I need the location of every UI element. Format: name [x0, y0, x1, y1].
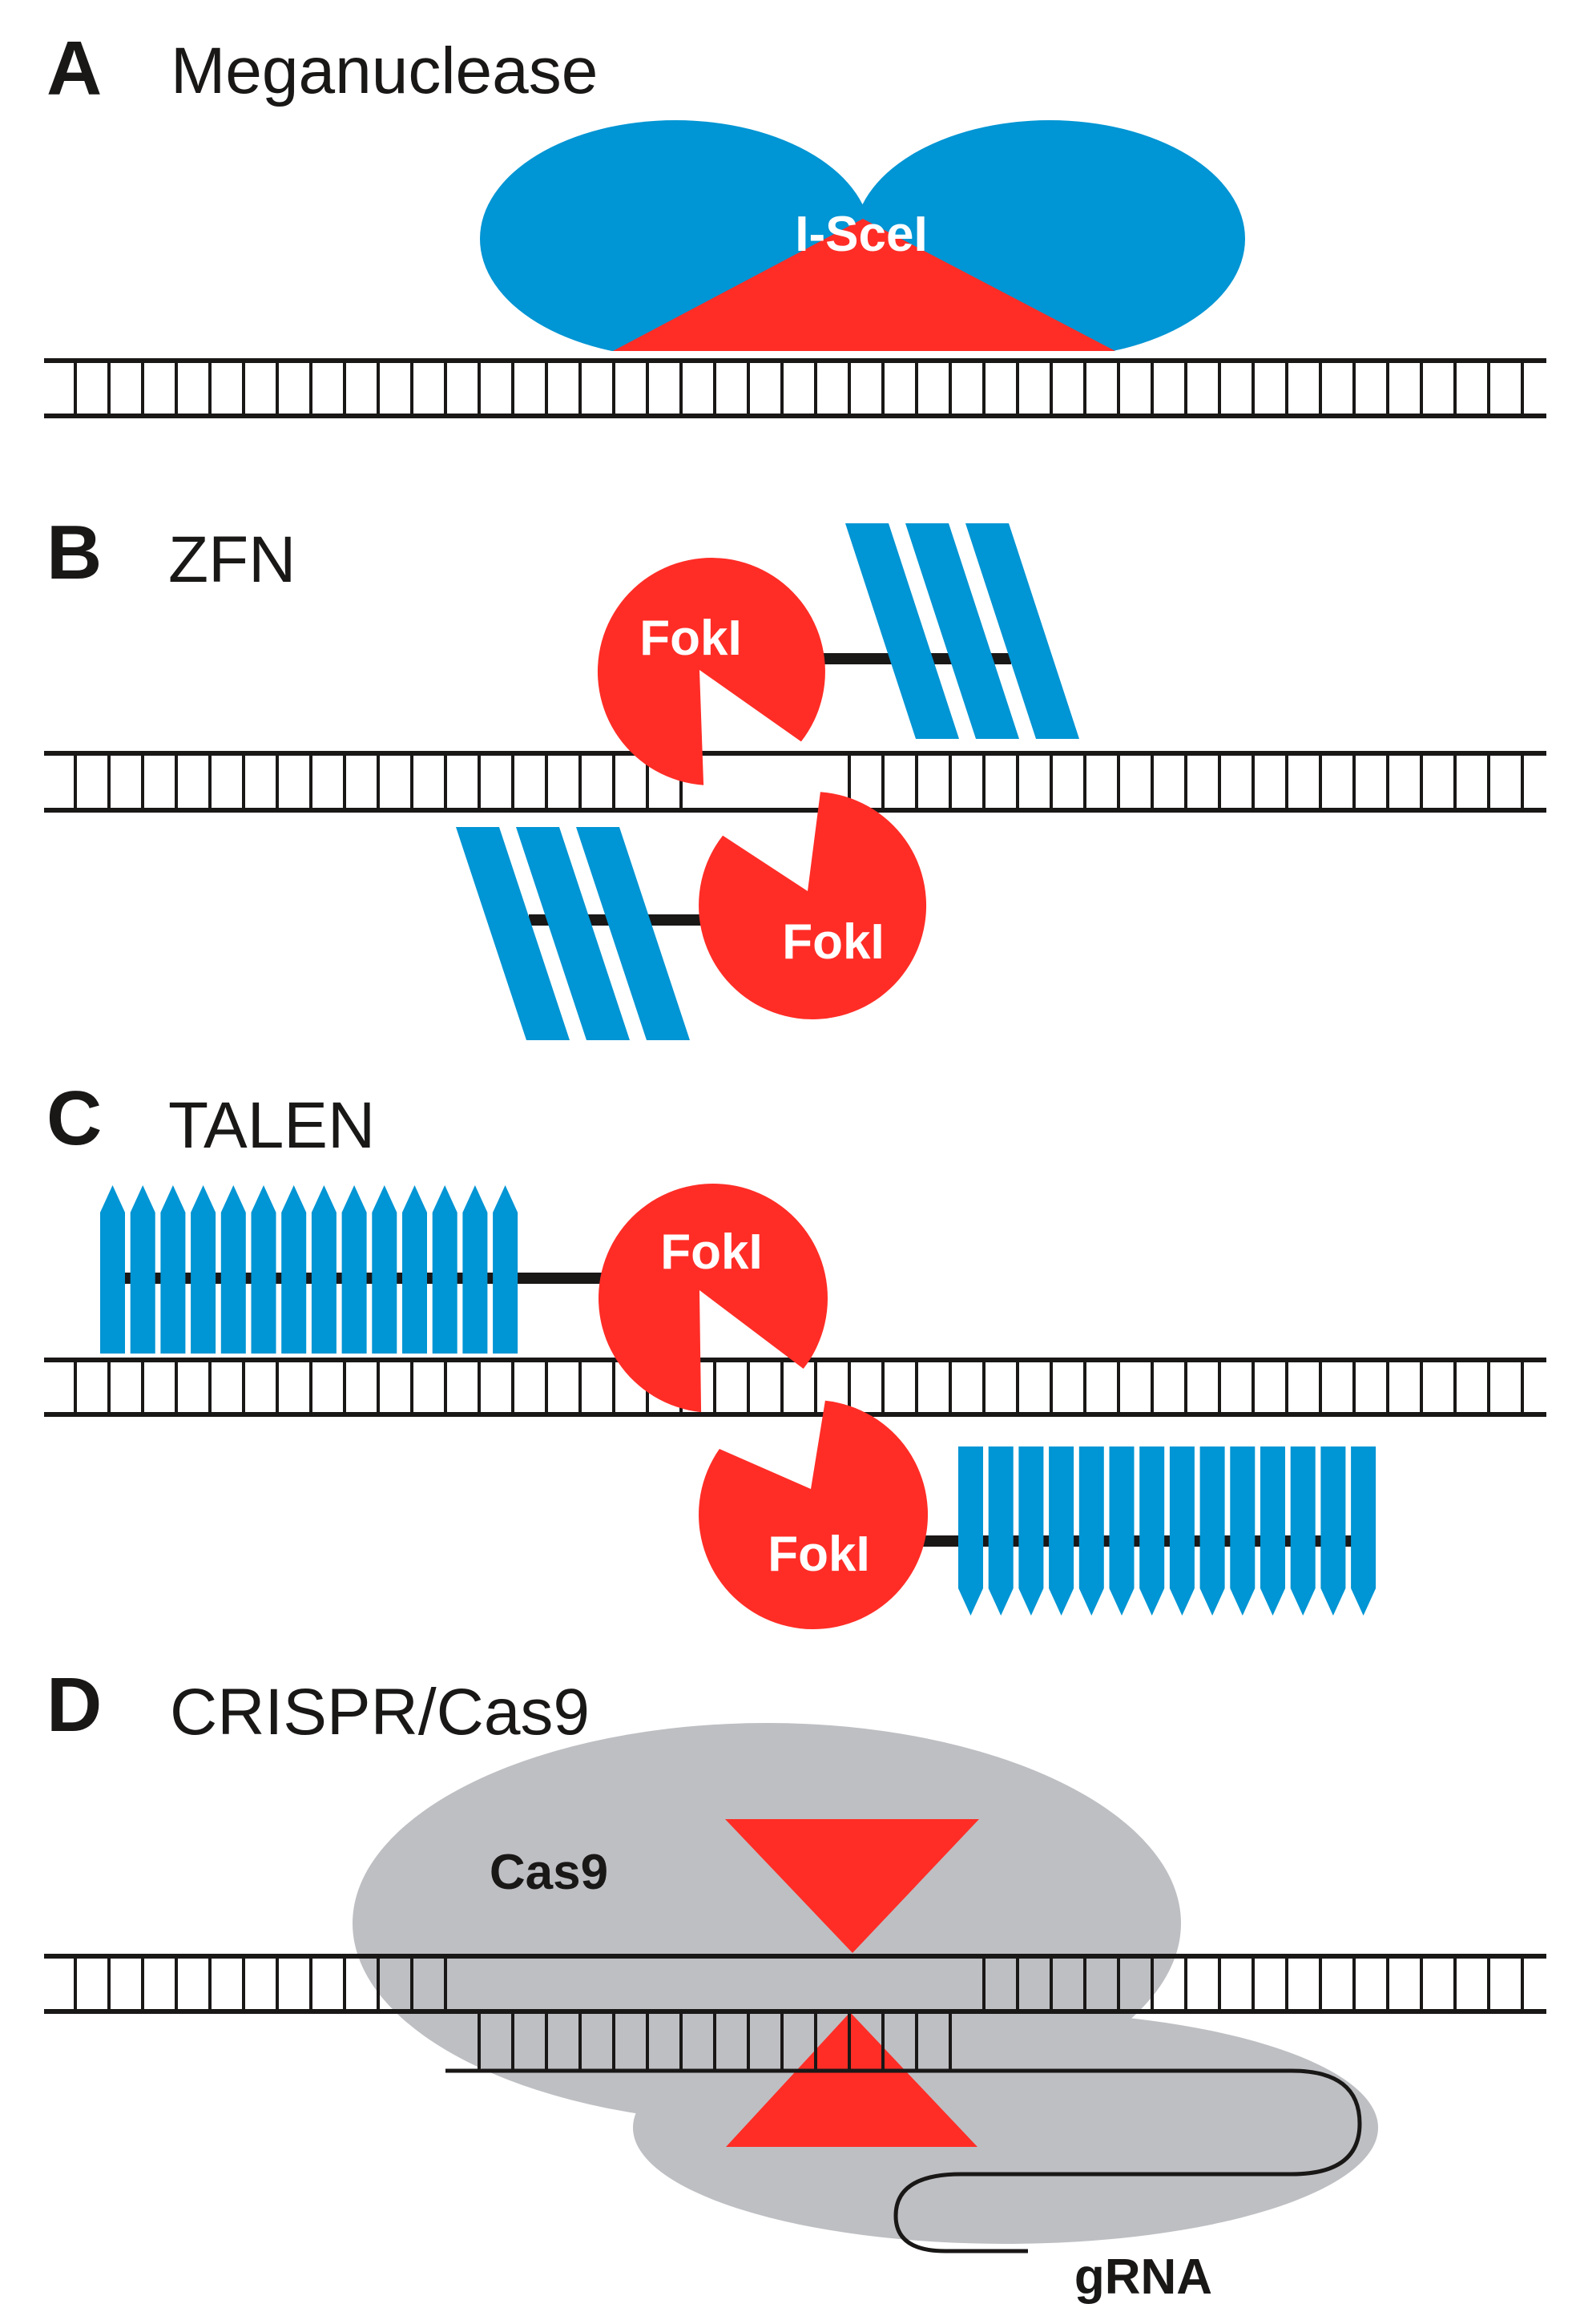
tale-repeat [1078, 1446, 1104, 1616]
tale-repeat [372, 1185, 397, 1354]
tale-repeat [988, 1446, 1014, 1616]
panel-letter-a: A [46, 26, 102, 111]
panel-title-talen: TALEN [168, 1089, 375, 1162]
panel-talen: C TALEN FokI FokI [44, 1075, 1546, 1630]
panel-title-zfn: ZFN [168, 523, 296, 596]
guide-rna [445, 2068, 1362, 2253]
panel-meganuclease: A Meganuclease I-SceI [44, 26, 1546, 418]
dna-duplex-c [44, 1358, 1546, 1417]
cleavage-site-top [725, 1819, 979, 1953]
meganuclease-label: I-SceI [795, 207, 927, 262]
zinc-finger [456, 827, 570, 1040]
tale-repeat [251, 1185, 276, 1354]
fokI-nuclease-upper [599, 1183, 828, 1413]
fokI-nuclease-lower [699, 1400, 929, 1630]
fokI-label-upper: FokI [660, 1225, 762, 1280]
tale-repeat [1320, 1446, 1346, 1616]
zinc-finger [845, 523, 959, 739]
talen-lower-monomer: FokI [699, 1400, 1376, 1630]
zinc-finger [576, 827, 690, 1040]
cas9-protein [353, 1723, 1378, 2244]
panel-letter-d: D [46, 1662, 102, 1748]
fokI-nuclease-upper [597, 558, 825, 785]
panel-title-meganuclease: Meganuclease [171, 34, 598, 107]
tale-repeat [1018, 1446, 1044, 1616]
tale-repeat [1290, 1446, 1316, 1616]
tale-repeat [1230, 1446, 1256, 1616]
tale-repeat [402, 1185, 427, 1354]
zinc-finger [905, 523, 1019, 739]
zinc-finger-array-lower [456, 827, 690, 1040]
dna-duplex-a [44, 358, 1546, 418]
grna-label: gRNA [1074, 2249, 1212, 2305]
zfn-upper-monomer: FokI [597, 523, 1079, 785]
tale-repeat [160, 1185, 186, 1354]
cleavage-site-bottom [726, 2012, 977, 2147]
meganuclease-catalytic-core [613, 219, 1115, 351]
fokI-nuclease-lower [699, 792, 927, 1019]
tale-repeat [281, 1185, 307, 1354]
zinc-finger [516, 827, 630, 1040]
dna-duplex-d [44, 1954, 1546, 2014]
tale-repeat [341, 1185, 367, 1354]
tale-repeat [1109, 1446, 1135, 1616]
tale-repeat [493, 1185, 518, 1354]
panel-zfn: B ZFN FokI FokI [44, 510, 1546, 1040]
tale-repeat-array-lower [958, 1446, 1376, 1616]
tale-repeat [1049, 1446, 1074, 1616]
tale-repeat [432, 1185, 457, 1354]
grna-target-pairing [478, 2011, 952, 2071]
fokI-label-lower: FokI [782, 914, 884, 970]
tale-repeat [220, 1185, 246, 1354]
tale-repeat [1139, 1446, 1165, 1616]
tale-repeat [191, 1185, 216, 1354]
tale-repeat [1199, 1446, 1225, 1616]
tale-repeat [1169, 1446, 1195, 1616]
tale-repeat [1351, 1446, 1376, 1616]
panel-title-crispr-cas9: CRISPR/Cas9 [170, 1676, 590, 1749]
cas9-label: Cas9 [490, 1845, 608, 1900]
tale-repeat [100, 1185, 125, 1354]
zinc-finger-array-upper [845, 523, 1079, 739]
tale-repeat [462, 1185, 488, 1354]
cas9-lobe-upper [353, 1723, 1181, 2124]
tale-repeat [311, 1185, 337, 1354]
zinc-finger [965, 523, 1079, 739]
fokI-label-upper: FokI [639, 611, 741, 666]
tale-repeat [958, 1446, 983, 1616]
tale-repeat-array-upper [100, 1185, 518, 1354]
meganuclease-dimer: I-SceI [473, 120, 1258, 367]
fokI-label-lower: FokI [768, 1527, 869, 1582]
panel-letter-b: B [46, 510, 102, 595]
dna-duplex-b [44, 751, 1546, 813]
panel-crispr-cas9: D CRISPR/Cas9 Cas9 gRNA [44, 1662, 1546, 2305]
tale-repeat [130, 1185, 155, 1354]
talen-upper-monomer: FokI [100, 1183, 828, 1413]
tale-repeat [1260, 1446, 1285, 1616]
zfn-lower-monomer: FokI [456, 792, 927, 1040]
panel-letter-c: C [46, 1075, 102, 1161]
